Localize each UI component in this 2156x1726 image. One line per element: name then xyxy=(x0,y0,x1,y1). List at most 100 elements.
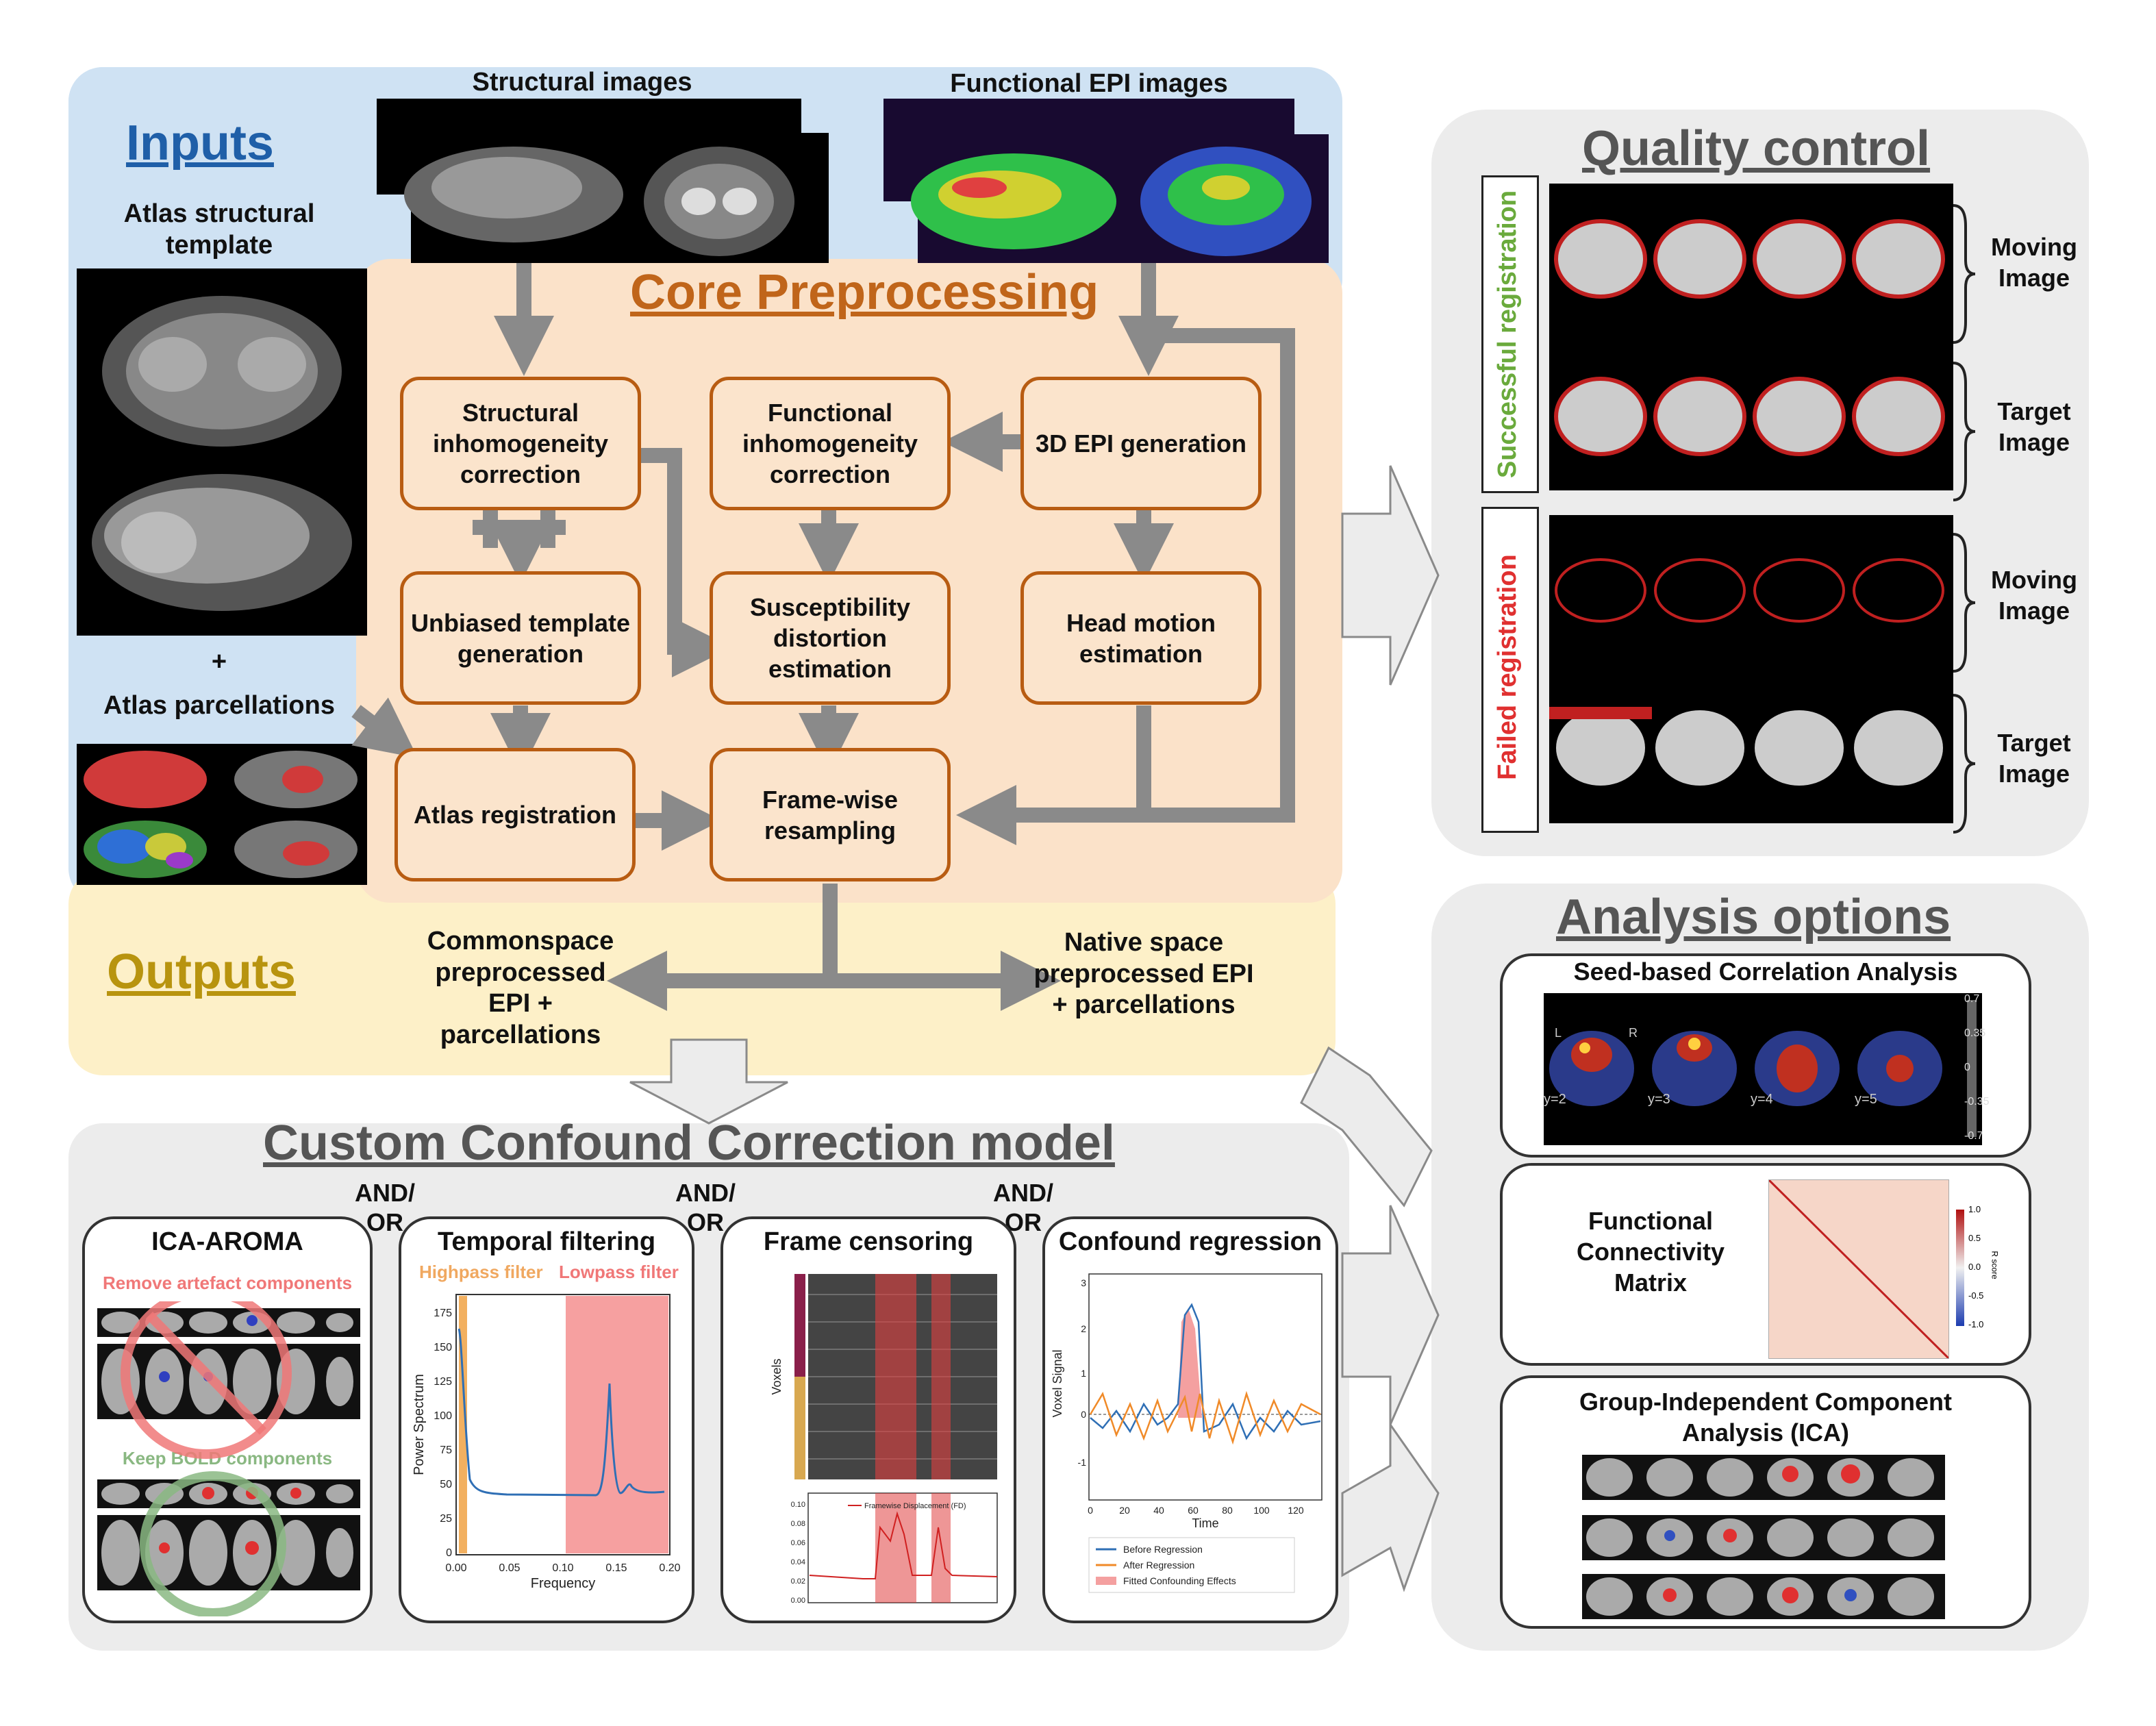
reg-legend-3: Fitted Confounding Effects xyxy=(1123,1575,1236,1586)
qc-brackets xyxy=(1953,204,1976,834)
seed-slice-3: y=4 xyxy=(1751,1092,1773,1107)
reg-xtick-4: 60 xyxy=(1188,1505,1199,1516)
reg-xtick-3: 40 xyxy=(1153,1505,1164,1516)
atlas-template-image xyxy=(77,268,367,636)
cens-ytick-6: 0.10 xyxy=(791,1501,805,1509)
seed-analysis-image xyxy=(1544,993,1982,1145)
successful-registration-label: Successful registration xyxy=(1493,190,1522,479)
reg-ytick-4: 0 xyxy=(1081,1409,1086,1420)
censoring-chart: Voxels Framewise Displacement (FD) 0.00 … xyxy=(770,1274,998,1605)
functional-inhomogeneity-box: Functional inhomogeneity correction xyxy=(710,377,951,510)
ica-aroma-title: ICA-AROMA xyxy=(151,1227,303,1256)
seed-l: L xyxy=(1555,1026,1562,1040)
cens-ytick-4: 0.06 xyxy=(791,1539,805,1547)
temp-ytick-5: 100 xyxy=(434,1410,452,1422)
censoring-legend: Framewise Displacement (FD) xyxy=(864,1502,966,1510)
commonspace-output: Commonspace preprocessed EPI + parcellat… xyxy=(427,927,614,1049)
reg-xtick-7: 120 xyxy=(1288,1505,1304,1516)
censoring-title: Frame censoring xyxy=(763,1227,974,1256)
qc-moving-2: Moving Image xyxy=(1991,566,2077,625)
reg-legend-1: Before Regression xyxy=(1123,1544,1203,1555)
temp-ytick-1: 0 xyxy=(446,1547,452,1559)
reg-ytick-5: -1 xyxy=(1078,1457,1087,1468)
fc-cbar-2: 0.5 xyxy=(1968,1233,1981,1243)
regression-title: Confound regression xyxy=(1058,1227,1323,1256)
core-title: Core Preprocessing xyxy=(630,265,1099,320)
atlas-registration-box: Atlas registration xyxy=(394,748,636,881)
seed-cbar-5: -0.7 xyxy=(1964,1130,1983,1142)
fc-cbar-4: -0.5 xyxy=(1968,1290,1984,1301)
functional-images-stack xyxy=(883,99,1329,263)
frame-wise-resampling-box: Frame-wise resampling xyxy=(710,748,951,881)
structural-images-stack xyxy=(377,99,829,263)
qc-moving-1: Moving Image xyxy=(1991,233,2077,292)
reg-xtick-5: 80 xyxy=(1222,1505,1233,1516)
ica-image-rows xyxy=(1582,1455,1945,1619)
ica-label: Group-Independent Component Analysis (IC… xyxy=(1579,1388,1952,1447)
cens-ytick-3: 0.04 xyxy=(791,1558,805,1566)
qc-target-1: Target Image xyxy=(1997,397,2071,456)
failed-registration-label: Failed registration xyxy=(1493,554,1522,780)
andor-1: AND/ OR xyxy=(355,1179,415,1237)
censoring-ylabel: Voxels xyxy=(770,1358,784,1394)
fc-cbar-1: 1.0 xyxy=(1968,1204,1981,1214)
functional-images-label: Functional EPI images xyxy=(950,69,1228,98)
reg-xtick-1: 0 xyxy=(1088,1505,1093,1516)
head-motion-box: Head motion estimation xyxy=(1020,571,1262,705)
fc-matrix-label: Functional Connectivity Matrix xyxy=(1576,1207,1725,1297)
3d-epi-box: 3D EPI generation xyxy=(1020,377,1262,510)
temp-ytick-2: 25 xyxy=(440,1513,452,1525)
andor-2: AND/ OR xyxy=(675,1179,736,1237)
atlas-parcellations-image xyxy=(77,744,367,885)
qc-success-images xyxy=(1549,184,1953,490)
ica-aroma-remove: Remove artefact components xyxy=(102,1273,353,1293)
temporal-chart: 0.00 0.05 0.10 0.15 0.20 0 25 50 75 100 … xyxy=(412,1294,681,1591)
cens-ytick-5: 0.08 xyxy=(791,1520,805,1528)
reg-xlabel: Time xyxy=(1192,1516,1218,1530)
structural-images-label: Structural images xyxy=(472,68,692,97)
fc-cbar-label: R score xyxy=(1990,1251,2000,1279)
andor-3: AND/ OR xyxy=(993,1179,1053,1237)
reg-legend-2: After Regression xyxy=(1123,1560,1194,1571)
qc-failed-images xyxy=(1549,515,1953,823)
temp-ytick-3: 50 xyxy=(440,1479,452,1490)
reg-ytick-3: 1 xyxy=(1081,1368,1086,1379)
seed-slice-1: y=2 xyxy=(1544,1092,1566,1107)
reg-xtick-2: 20 xyxy=(1119,1505,1130,1516)
confound-title: Custom Confound Correction model xyxy=(263,1116,1115,1171)
fc-cbar-5: -1.0 xyxy=(1968,1319,1984,1329)
susceptibility-box: Susceptibility distortion estimation xyxy=(710,571,951,705)
temp-xtick-4: 0.15 xyxy=(605,1562,627,1574)
temp-xtick-2: 0.05 xyxy=(499,1562,520,1574)
fc-matrix-image xyxy=(1768,1179,1950,1360)
unbiased-template-box: Unbiased template generation xyxy=(400,571,641,705)
seed-analysis-label: Seed-based Correlation Analysis xyxy=(1573,958,1958,986)
native-output: Native space preprocessed EPI + parcella… xyxy=(1033,928,1254,1020)
atlas-template-label: Atlas structural template xyxy=(123,199,315,260)
regression-chart: 0 20 40 60 80 100 120 3 2 1 0 -1 Time Vo… xyxy=(1051,1273,1323,1593)
fc-cbar-3: 0.0 xyxy=(1968,1262,1981,1272)
reg-ytick-2: 2 xyxy=(1081,1323,1086,1334)
seed-slice-4: y=5 xyxy=(1855,1092,1877,1107)
seed-cbar-4: -0.35 xyxy=(1964,1096,1990,1108)
seed-r: R xyxy=(1629,1026,1638,1040)
seed-slice-2: y=3 xyxy=(1648,1092,1670,1107)
temporal-title: Temporal filtering xyxy=(437,1227,656,1256)
temp-xtick-3: 0.10 xyxy=(552,1562,573,1574)
fc-colorbar xyxy=(1956,1210,1964,1326)
reg-xtick-6: 100 xyxy=(1253,1505,1270,1516)
qc-target-2: Target Image xyxy=(1997,729,2071,788)
temp-xlabel: Frequency xyxy=(531,1576,596,1591)
temp-ytick-4: 75 xyxy=(440,1444,452,1456)
failed-registration-box xyxy=(1481,507,1539,833)
cens-ytick-1: 0.00 xyxy=(791,1597,805,1605)
temp-xtick-1: 0.00 xyxy=(445,1562,466,1574)
inputs-title: Inputs xyxy=(126,116,274,171)
reg-ylabel: Voxel Signal xyxy=(1051,1349,1064,1417)
temp-ytick-7: 150 xyxy=(434,1342,452,1353)
highpass-label: Highpass filter xyxy=(419,1262,543,1282)
atlas-parcellations-label: Atlas parcellations xyxy=(103,691,335,720)
temp-ytick-8: 175 xyxy=(434,1308,452,1319)
temp-ylabel: Power Spectrum xyxy=(412,1374,427,1475)
